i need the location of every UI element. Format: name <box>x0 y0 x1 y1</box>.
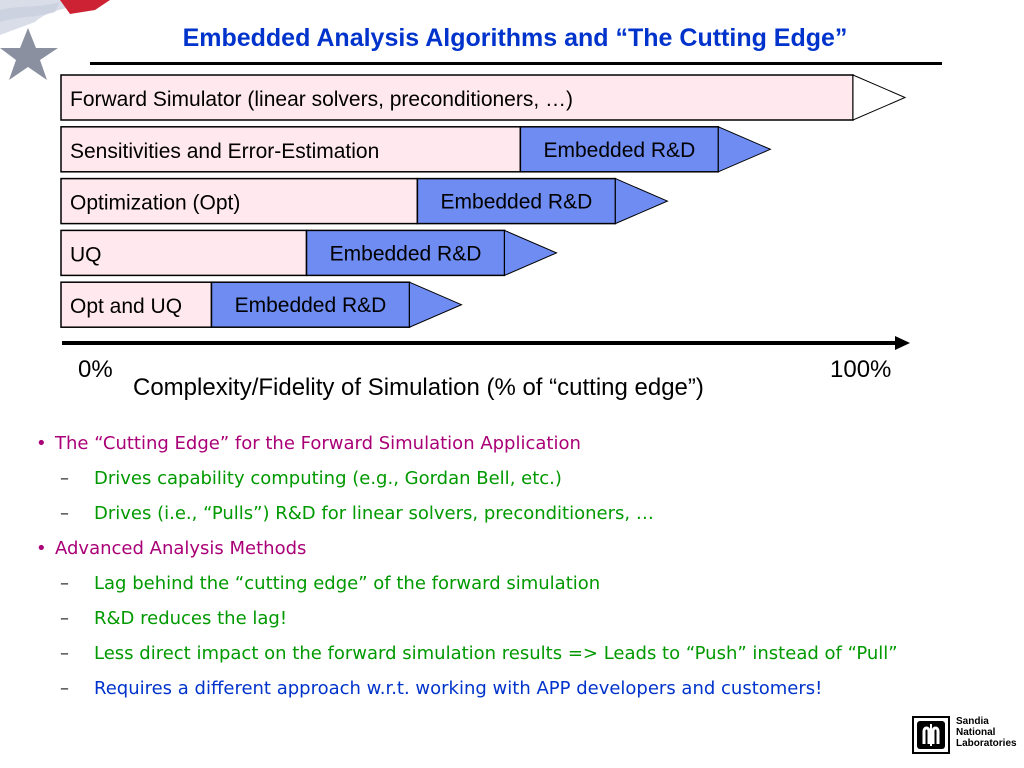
row-arrowhead <box>852 74 907 121</box>
row-label: Optimization (Opt) <box>70 192 240 215</box>
embedded-rd-box <box>519 126 720 173</box>
embedded-rd-box <box>305 229 506 277</box>
row-label: Forward Simulator (linear solvers, preco… <box>70 88 573 111</box>
embedded-rd-label: Embedded R&D <box>330 242 482 265</box>
row-label-box <box>60 126 522 173</box>
sub-bullet-item: –Drives capability computing (e.g., Gord… <box>60 468 562 489</box>
bullet-list: •The “Cutting Edge” for the Forward Simu… <box>36 426 898 706</box>
sub-bullet-item: –R&D reduces the lag! <box>60 608 288 629</box>
axis-start-label: 0% <box>78 356 113 383</box>
embedded-rd-label: Embedded R&D <box>235 294 387 317</box>
row-arrowhead <box>408 281 463 328</box>
bullet-item: •The “Cutting Edge” for the Forward Simu… <box>36 433 581 454</box>
axis-arrowhead <box>895 336 910 350</box>
flag-star-logo <box>0 0 110 80</box>
row-arrowhead <box>504 229 558 277</box>
title-divider <box>90 62 942 65</box>
row-label: Opt and UQ <box>70 295 182 318</box>
sub-bullet-item: –Less direct impact on the forward simul… <box>60 643 898 664</box>
sub-bullet-item: –Drives (i.e., “Pulls”) R&D for linear s… <box>60 503 654 524</box>
page-title: Embedded Analysis Algorithms and “The Cu… <box>182 24 848 52</box>
row-label: UQ <box>70 243 102 266</box>
diagram-row: Embedded R&D Opt and UQ <box>60 281 463 328</box>
sandia-logo: Sandia National Laboratories <box>912 716 1017 760</box>
embedded-rd-label: Embedded R&D <box>441 191 593 214</box>
diagram-row: Forward Simulator (linear solvers, preco… <box>60 74 907 121</box>
sub-bullet-item: –Requires a different approach w.r.t. wo… <box>60 678 823 699</box>
embedded-rd-box <box>210 281 411 328</box>
row-arrowhead <box>717 126 772 173</box>
row-arrowhead <box>614 177 669 225</box>
diagram-row: Embedded R&D UQ <box>60 229 558 277</box>
sub-bullet-item: –Lag behind the “cutting edge” of the fo… <box>60 573 601 594</box>
logo-line-3: Laboratories <box>956 738 1017 749</box>
sub-bullet-text: R&D reduces the lag! <box>94 608 288 629</box>
row-label-box <box>60 281 213 328</box>
sandia-logo-text: Sandia National Laboratories <box>956 716 1017 749</box>
sub-bullet-text: Drives (i.e., “Pulls”) R&D for linear so… <box>94 503 654 524</box>
axis-end-label: 100% <box>830 356 892 383</box>
sub-bullet-text: Requires a different approach w.r.t. wor… <box>94 678 823 699</box>
sub-bullet-text: Less direct impact on the forward simula… <box>94 643 898 664</box>
bullet-item: •Advanced Analysis Methods <box>36 538 307 559</box>
bullet-text: The “Cutting Edge” for the Forward Simul… <box>55 433 581 454</box>
sandia-logo-mark-icon <box>912 716 950 754</box>
sub-bullet-text: Lag behind the “cutting edge” of the for… <box>94 573 601 594</box>
sub-bullet-text: Drives capability computing (e.g., Gorda… <box>94 468 562 489</box>
rows-group: Forward Simulator (linear solvers, preco… <box>60 74 907 328</box>
embedded-rd-label: Embedded R&D <box>543 139 695 162</box>
cutting-edge-diagram: Forward Simulator (linear solvers, preco… <box>60 74 910 350</box>
bullet-text: Advanced Analysis Methods <box>55 538 307 559</box>
axis-title: Complexity/Fidelity of Simulation (% of … <box>133 374 704 401</box>
diagram-row: Embedded R&D Optimization (Opt) <box>60 177 669 225</box>
diagram-row: Embedded R&D Sensitivities and Error-Esti… <box>60 126 772 173</box>
logo-line-1: Sandia <box>956 716 989 727</box>
row-label: Sensitivities and Error-Estimation <box>70 140 379 163</box>
logo-line-2: National <box>956 727 996 738</box>
row-label-box <box>60 74 854 121</box>
